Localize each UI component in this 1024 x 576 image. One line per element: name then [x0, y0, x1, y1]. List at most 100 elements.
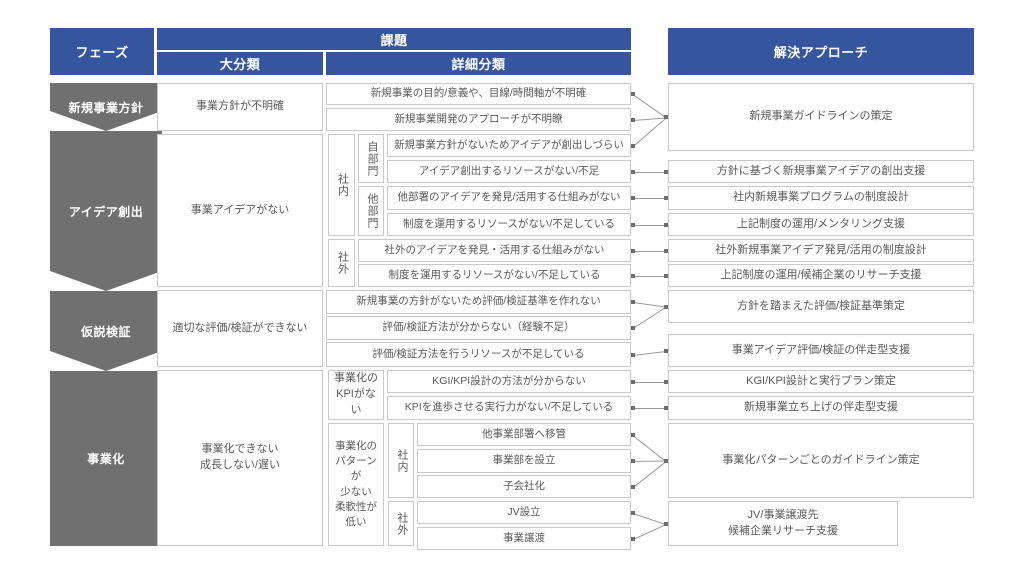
- major-category-4: 事業化できない 成長しない/遅い: [157, 370, 323, 546]
- connector-dot: [631, 536, 635, 541]
- connector-line: [632, 94, 666, 118]
- header-phase: フェーズ: [50, 28, 154, 75]
- connector-line: [633, 224, 666, 226]
- detail-item: 制度を運用するリソースがない/不足している: [358, 264, 631, 287]
- subgroup-other-department: 他部門: [358, 186, 384, 236]
- detail-item: 子会社化: [417, 475, 631, 498]
- connector-dot: [664, 458, 668, 463]
- subgroup-internal-idea: 社内: [328, 134, 355, 236]
- connector-line: [633, 198, 666, 199]
- connector-dot: [664, 521, 668, 526]
- connector-dot: [631, 169, 635, 174]
- connector-dot: [631, 406, 635, 410]
- solution-item: 事業アイデア評価/検証の伴走型支援: [668, 334, 974, 367]
- solution-item: KGI/KPI設計と実行プラン策定: [668, 370, 974, 393]
- subgroup-own-department: 自部門: [358, 134, 384, 183]
- detail-item: 新規事業開発のアプローチが不明瞭: [326, 108, 631, 131]
- connector-line: [633, 306, 667, 329]
- subgroup-external-commercialize: 社外: [388, 501, 414, 546]
- major-category-1: 事業方針が不明確: [157, 83, 323, 131]
- connector-dot: [664, 248, 668, 253]
- major-category-3: 適切な評価/検証ができない: [157, 290, 323, 367]
- solution-item: 方針を踏まえた評価/検証基準策定: [668, 290, 974, 323]
- connector-dot: [664, 379, 668, 384]
- subgroup-pattern: 事業化の パターンが 少ない 柔軟性が 低い: [328, 423, 384, 546]
- detail-item: KGI/KPI設計の方法が分からない: [387, 370, 631, 393]
- solution-item: JV/事業譲渡先 候補企業リサーチ支援: [668, 501, 898, 546]
- solution-item: 社内新規事業プログラムの制度設計: [668, 186, 974, 210]
- connector-dot: [664, 169, 668, 174]
- subgroup-external-idea: 社外: [328, 239, 355, 287]
- solution-item: 新規事業ガイドラインの策定: [668, 83, 974, 151]
- detail-item: 社外のアイデアを発見・活用する仕組みがない: [358, 239, 631, 262]
- connector-line: [633, 171, 666, 173]
- solution-item: 社外新規事業アイデア発見/活用の制度設計: [668, 239, 974, 262]
- connector-line: [632, 434, 666, 462]
- connector-dot: [631, 484, 635, 489]
- phase-notch-4: [50, 546, 162, 566]
- header-issue: 課題: [157, 28, 631, 50]
- connector-dot: [631, 222, 635, 227]
- solution-item: 新規事業立ち上げの伴走型支援: [668, 396, 974, 420]
- connector-dot: [631, 326, 635, 330]
- connector-line: [633, 408, 666, 409]
- phase-notch-1: [50, 111, 162, 131]
- connector-dot: [664, 406, 668, 410]
- connector-dot: [664, 115, 668, 119]
- detail-item: 事業譲渡: [417, 527, 631, 550]
- connector-dot: [664, 348, 668, 353]
- connector-line: [632, 512, 666, 525]
- header-major-category: 大分類: [157, 52, 323, 75]
- subgroup-internal-commercialize: 社内: [388, 423, 414, 498]
- detail-item: 新規事業の方針がないため評価/検証基準を作れない: [326, 290, 631, 314]
- detail-item: KPIを進歩させる実行力がない/不足している: [387, 396, 631, 420]
- connector-dot: [631, 459, 635, 463]
- subgroup-kpi: 事業化の KPIがない: [328, 370, 384, 420]
- detail-item: JV設立: [417, 501, 631, 524]
- major-category-2: 事業アイデアがない: [157, 134, 323, 287]
- connector-dot: [664, 222, 668, 227]
- solution-item: 事業化パターンごとのガイドライン策定: [668, 423, 974, 498]
- detail-item: 他部署のアイデアを発見/活用する仕組みがない: [387, 186, 631, 210]
- connector-line: [633, 460, 667, 488]
- connector-dot: [631, 92, 635, 96]
- connector-dot: [664, 273, 668, 278]
- connector-line: [633, 117, 667, 147]
- connector-dot: [664, 196, 668, 200]
- connector-dot: [631, 143, 635, 148]
- connector-dot: [631, 352, 635, 357]
- connector-dot: [631, 248, 635, 253]
- phase-4: 事業化: [50, 371, 162, 546]
- connector-dot: [631, 300, 635, 304]
- detail-item: 評価/検証方法を行うリソースが不足している: [326, 342, 631, 367]
- detail-item: 事業部を設立: [417, 449, 631, 473]
- connector-line: [633, 350, 667, 356]
- connector-line: [633, 250, 666, 252]
- connector-dot: [631, 117, 635, 122]
- detail-item: 評価/検証方法が分からない（経験不足）: [326, 316, 631, 340]
- connector-dot: [631, 432, 635, 437]
- connector-dot: [631, 379, 635, 384]
- connector-line: [633, 381, 666, 383]
- header-solution-approach: 解決アプローチ: [668, 28, 974, 75]
- detail-item: 制度を運用するリソースがない/不足している: [387, 213, 631, 236]
- connector-dot: [631, 273, 635, 278]
- connector-line: [633, 460, 667, 462]
- detail-item: 他事業部署へ移管: [417, 423, 631, 446]
- solution-item: 上記制度の運用/メンタリング支援: [668, 213, 974, 236]
- detail-item: 新規事業の目的/意義や、目線/時間軸が不明確: [326, 83, 631, 105]
- connector-line: [632, 302, 666, 308]
- detail-item: アイデア創出するリソースがない/不足: [387, 160, 631, 183]
- solution-item: 上記制度の運用/候補企業のリサーチ支援: [668, 264, 974, 287]
- connector-dot: [631, 510, 635, 515]
- connector-dot: [631, 196, 635, 200]
- connector-dot: [664, 304, 668, 309]
- connector-line: [633, 275, 666, 277]
- phase-notch-3: [50, 351, 162, 371]
- header-detail-category: 詳細分類: [326, 52, 631, 75]
- detail-item: 新規事業方針がないためアイデアが創出しづらい: [387, 134, 631, 157]
- solution-item: 方針に基づく新規事業アイデアの創出支援: [668, 160, 974, 183]
- connector-line: [633, 523, 667, 540]
- phase-2: アイデア創出: [50, 131, 162, 291]
